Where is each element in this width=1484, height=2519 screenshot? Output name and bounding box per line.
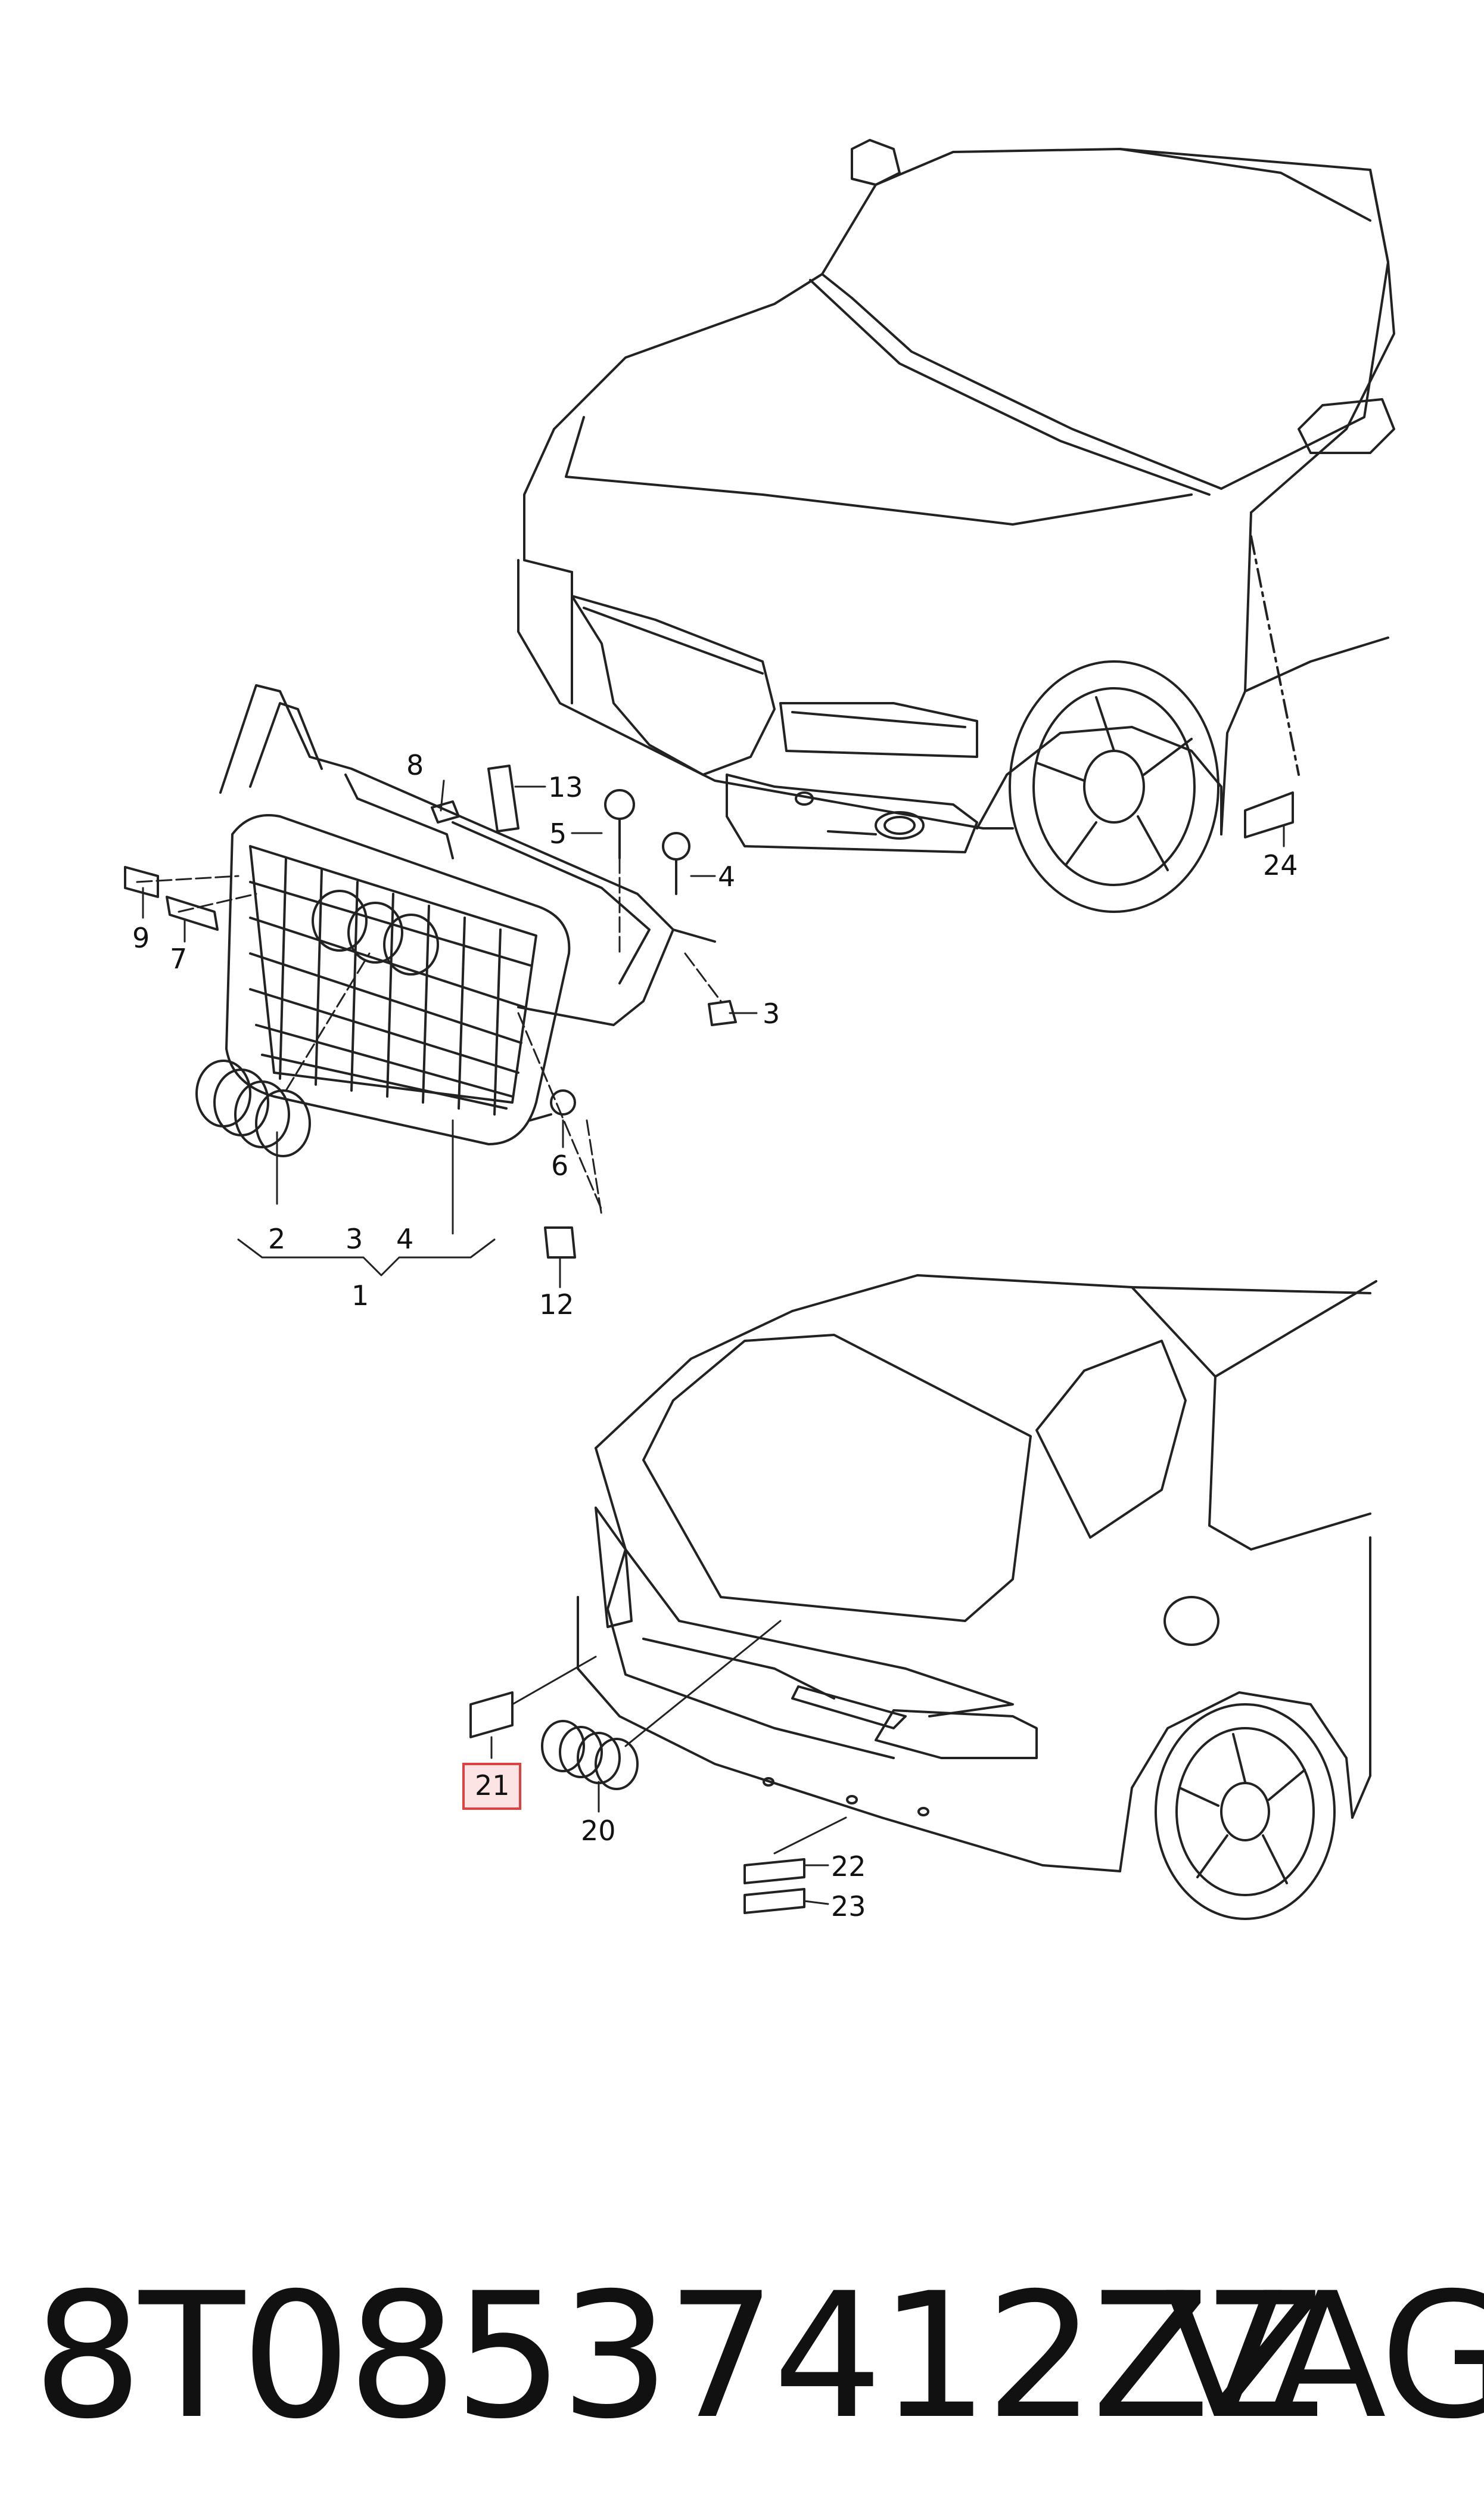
callout-12: 12 xyxy=(539,1288,574,1321)
rings-emblem-front xyxy=(195,1060,311,1157)
part-number: 8T08537412ZZ xyxy=(33,2256,1325,2457)
rear-car-illustration xyxy=(577,1274,1377,1920)
callout-7: 7 xyxy=(170,943,187,975)
callout-21: 21 xyxy=(475,1769,510,1801)
callout-3a: 3 xyxy=(346,1223,363,1255)
callout-6: 6 xyxy=(551,1150,568,1182)
small-parts-front xyxy=(124,765,737,1259)
callout-22: 22 xyxy=(831,1850,866,1883)
callout-13: 13 xyxy=(548,771,583,803)
callout-1: 1 xyxy=(351,1279,369,1312)
brand-name: VAG xyxy=(1165,2256,1484,2457)
leader-lines-front xyxy=(136,779,1285,1288)
callout-3: 3 xyxy=(763,998,780,1030)
leader-lines-rear xyxy=(490,1620,847,1905)
callout-20: 20 xyxy=(581,1815,616,1847)
callout-23: 23 xyxy=(831,1890,866,1922)
front-car-illustration xyxy=(517,139,1395,913)
callout-2: 2 xyxy=(268,1223,285,1255)
callout-4a: 4 xyxy=(396,1223,413,1255)
callout-8: 8 xyxy=(406,749,424,781)
grille-assembly-illustration xyxy=(219,684,716,1145)
part-number-caption: 8T08537412ZZ VAG xyxy=(33,2256,1484,2457)
callout-24: 24 xyxy=(1263,849,1298,881)
callout-5: 5 xyxy=(549,818,567,850)
callout-9: 9 xyxy=(132,922,150,954)
callout-4: 4 xyxy=(718,861,735,893)
callout-21-highlight xyxy=(462,1763,521,1810)
callout-labels: 1 2 3 4 3 4 5 6 7 8 9 12 13 20 21 22 23 … xyxy=(132,749,1298,1922)
